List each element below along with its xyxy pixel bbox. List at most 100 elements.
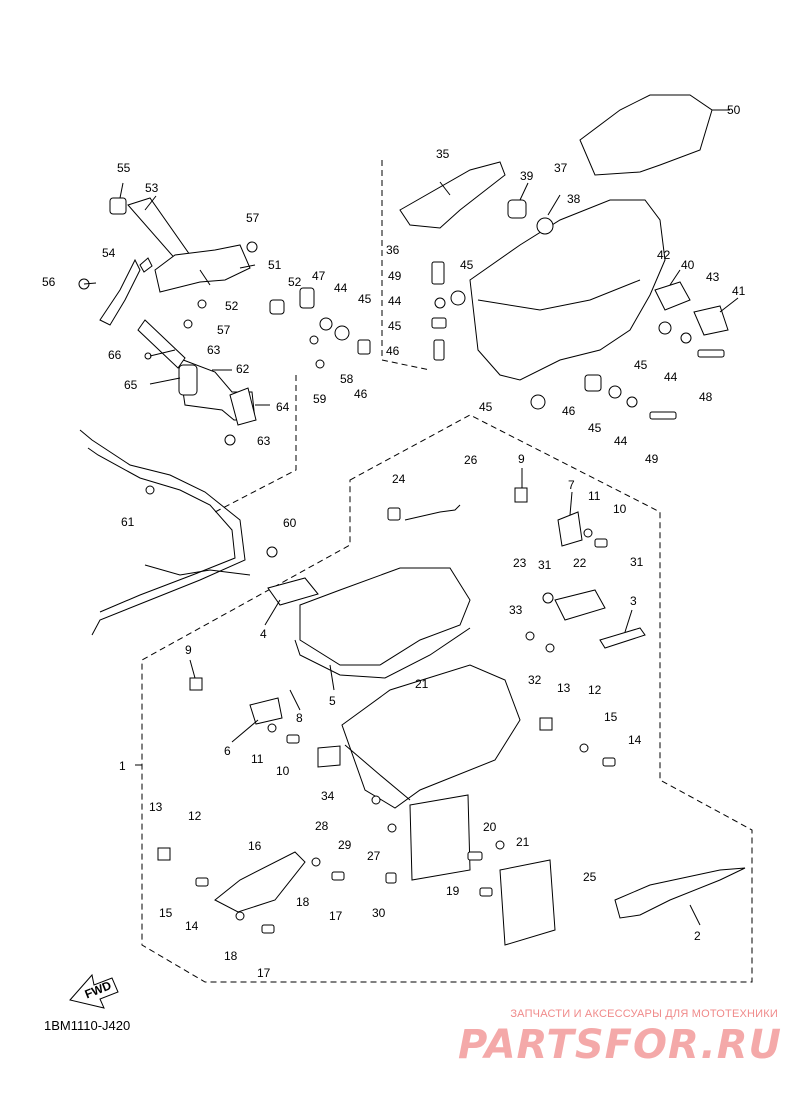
callout-50: 50 xyxy=(727,103,741,117)
callout-52a: 52 xyxy=(288,275,302,289)
callout-58: 58 xyxy=(340,372,354,386)
callout-60: 60 xyxy=(283,516,297,530)
callout-37: 37 xyxy=(554,161,568,175)
callout-43: 43 xyxy=(706,270,720,284)
callout-27: 27 xyxy=(367,849,381,863)
callout-33: 33 xyxy=(509,603,523,617)
callout-13a: 13 xyxy=(557,681,571,695)
callout-45f: 45 xyxy=(588,421,602,435)
callout-45c: 45 xyxy=(388,319,402,333)
callout-65: 65 xyxy=(124,378,138,392)
callout-45b: 45 xyxy=(460,258,474,272)
callout-1: 1 xyxy=(119,759,126,773)
callout-59: 59 xyxy=(313,392,327,406)
frame-rails xyxy=(79,429,278,636)
callout-40: 40 xyxy=(681,258,695,272)
callout-45e: 45 xyxy=(479,400,493,414)
callout-22: 22 xyxy=(573,556,587,570)
fwd-arrow-icon: FWD xyxy=(69,973,119,1009)
callout-8: 8 xyxy=(296,711,303,725)
callout-42: 42 xyxy=(657,248,671,262)
callout-56: 56 xyxy=(42,275,56,289)
callout-51: 51 xyxy=(268,258,282,272)
callout-7: 7 xyxy=(568,478,575,492)
callout-32: 32 xyxy=(528,673,542,687)
callout-35: 35 xyxy=(436,147,450,161)
callout-61: 61 xyxy=(121,515,135,529)
callout-11b: 11 xyxy=(251,752,264,766)
callout-16: 16 xyxy=(248,839,262,853)
callout-49a: 49 xyxy=(388,269,402,283)
callout-46b: 46 xyxy=(386,344,400,358)
callout-15b: 15 xyxy=(159,906,173,920)
callout-5: 5 xyxy=(329,694,336,708)
callout-41: 41 xyxy=(732,284,746,298)
callout-9a: 9 xyxy=(518,452,525,466)
callout-19: 19 xyxy=(446,884,460,898)
callout-11a: 11 xyxy=(588,489,601,503)
callout-31a: 31 xyxy=(538,558,552,572)
callout-52b: 52 xyxy=(225,299,239,313)
callout-57b: 57 xyxy=(217,323,231,337)
callout-numbers: 1 2 3 4 5 6 7 8 9 9 10 10 11 11 12 12 13… xyxy=(42,103,746,980)
callout-46c: 46 xyxy=(562,404,576,418)
callout-18b: 18 xyxy=(224,949,238,963)
callout-44c: 44 xyxy=(664,370,678,384)
callout-53: 53 xyxy=(145,181,159,195)
callout-39: 39 xyxy=(520,169,534,183)
callout-45a: 45 xyxy=(358,292,372,306)
callout-18a: 18 xyxy=(296,895,310,909)
callout-14a: 14 xyxy=(628,733,642,747)
callout-13b: 13 xyxy=(149,800,163,814)
callout-23: 23 xyxy=(513,556,527,570)
callout-14b: 14 xyxy=(185,919,199,933)
bracket-assembly xyxy=(78,197,371,446)
callout-44d: 44 xyxy=(614,434,628,448)
watermark-tagline: ЗАПЧАСТИ И АКСЕССУАРЫ ДЛЯ МОТОТЕХНИКИ xyxy=(510,1008,778,1020)
callout-44b: 44 xyxy=(388,294,402,308)
callout-12a: 12 xyxy=(588,683,602,697)
callout-15a: 15 xyxy=(604,710,618,724)
callout-10a: 10 xyxy=(613,502,627,516)
case-shell-group xyxy=(399,94,729,420)
callout-29: 29 xyxy=(338,838,352,852)
callout-45d: 45 xyxy=(634,358,648,372)
callout-48: 48 xyxy=(699,390,713,404)
callout-25: 25 xyxy=(583,870,597,884)
callout-44a: 44 xyxy=(334,281,348,295)
callout-3: 3 xyxy=(630,594,637,608)
callout-12b: 12 xyxy=(188,809,202,823)
callout-64: 64 xyxy=(276,400,290,414)
callout-46a: 46 xyxy=(354,387,368,401)
callout-9b: 9 xyxy=(185,643,192,657)
callout-10b: 10 xyxy=(276,764,290,778)
callout-17b: 17 xyxy=(257,966,271,980)
callout-26: 26 xyxy=(464,453,478,467)
callout-36: 36 xyxy=(386,243,400,257)
callout-21b: 21 xyxy=(516,835,530,849)
callout-20: 20 xyxy=(483,820,497,834)
assembly-outlines xyxy=(141,160,753,983)
callout-57a: 57 xyxy=(246,211,260,225)
callout-34: 34 xyxy=(321,789,335,803)
callout-62: 62 xyxy=(236,362,250,376)
callout-21a: 21 xyxy=(415,677,429,691)
callout-63b: 63 xyxy=(257,434,271,448)
callout-66: 66 xyxy=(108,348,122,362)
callout-6: 6 xyxy=(224,744,231,758)
saddlebag-group xyxy=(157,487,746,946)
callout-55: 55 xyxy=(117,161,131,175)
callout-28: 28 xyxy=(315,819,329,833)
callout-38: 38 xyxy=(567,192,581,206)
callout-31b: 31 xyxy=(630,555,644,569)
callout-30: 30 xyxy=(372,906,386,920)
callout-17a: 17 xyxy=(329,909,343,923)
callout-2: 2 xyxy=(694,929,701,943)
callout-24: 24 xyxy=(392,472,406,486)
callout-63a: 63 xyxy=(207,343,221,357)
callout-54: 54 xyxy=(102,246,116,260)
watermark-logo: PARTSFOR.RU xyxy=(457,1022,782,1068)
callout-47: 47 xyxy=(312,269,326,283)
diagram-code: 1BM1110-J420 xyxy=(44,1018,131,1033)
